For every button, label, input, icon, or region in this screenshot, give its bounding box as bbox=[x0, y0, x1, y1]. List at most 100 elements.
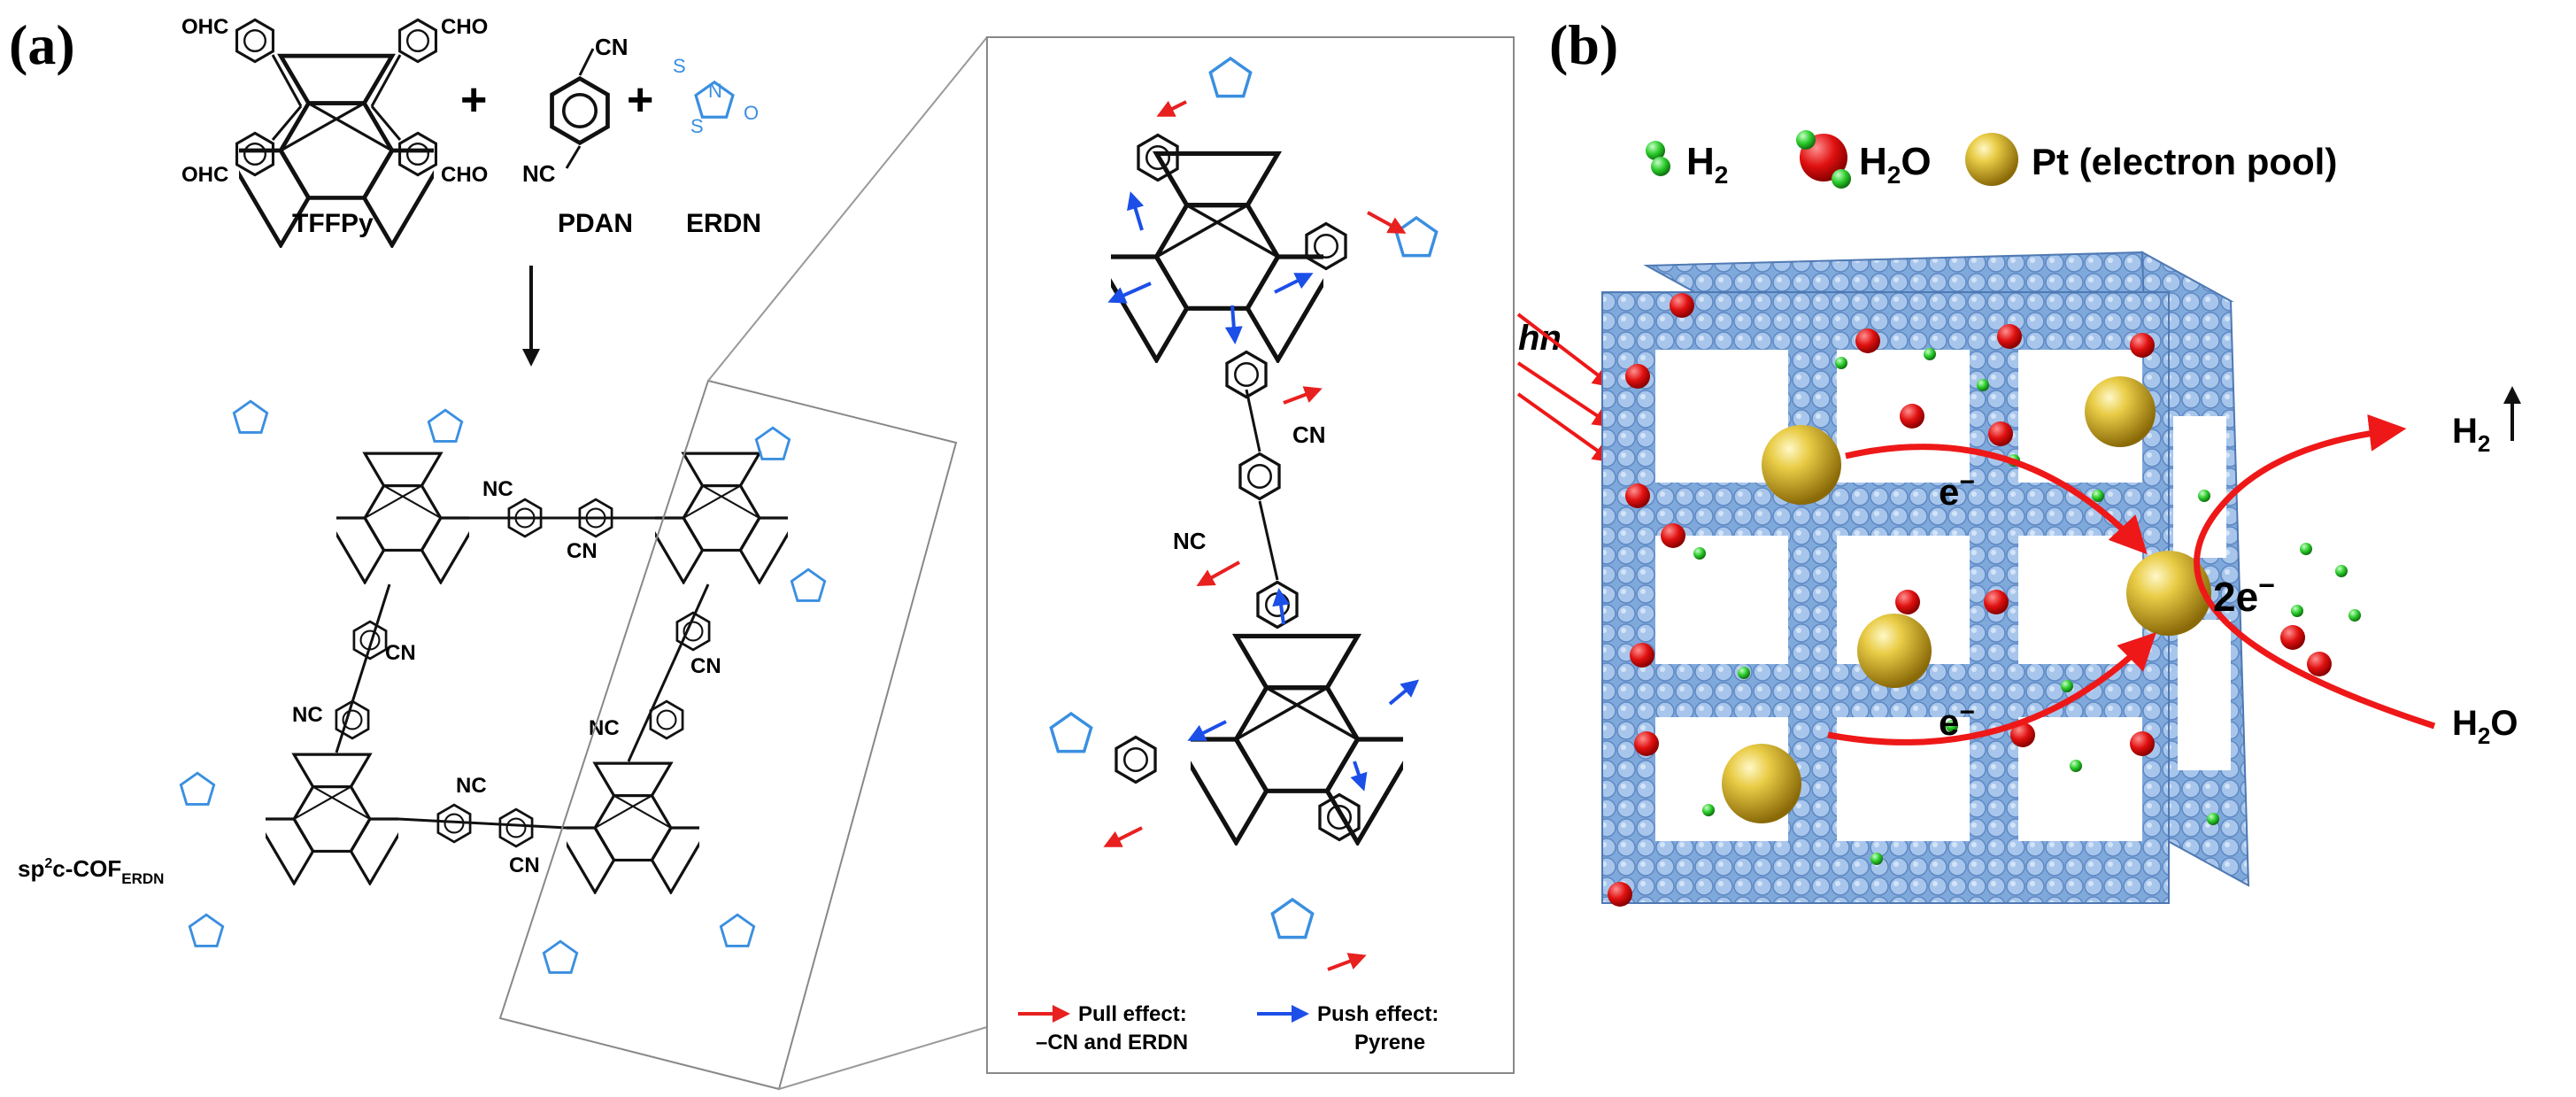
water-molecule bbox=[1625, 364, 1650, 389]
light-ray bbox=[1516, 361, 1615, 428]
bond bbox=[370, 105, 402, 141]
pull-arrow bbox=[1156, 100, 1187, 117]
inset-nc-label: NC bbox=[1173, 528, 1207, 554]
pt-particle bbox=[1762, 425, 1841, 505]
panel-b-label: (b) bbox=[1549, 13, 1618, 76]
linker-bond bbox=[335, 583, 391, 753]
hydrogen-molecules bbox=[1693, 348, 2361, 865]
cof-pyrene-node bbox=[266, 753, 398, 885]
water-molecule bbox=[2130, 731, 2155, 756]
hydrogen-molecule bbox=[2061, 680, 2073, 692]
panel-b-legend: H2 H2O Pt (electron pool) bbox=[1646, 130, 2337, 189]
framework-pore bbox=[2018, 536, 2142, 664]
pt-particle bbox=[1857, 614, 1932, 688]
hydrogen-molecule bbox=[2070, 760, 2082, 772]
pt-particle bbox=[1722, 744, 1801, 823]
light-ray bbox=[1516, 313, 1615, 388]
tffpy-phenyl-ring bbox=[398, 18, 437, 64]
water-molecule bbox=[1855, 328, 1880, 353]
water-molecule bbox=[1988, 421, 2013, 446]
electron-flow bbox=[1827, 413, 2436, 745]
tffpy-phenyl-ring bbox=[235, 131, 274, 177]
hydrogen-molecule bbox=[1977, 379, 1989, 391]
cof-pyrene-node bbox=[567, 761, 699, 894]
erdn-structure: S N O S ERDN bbox=[673, 55, 761, 238]
pdan-nc-label: NC bbox=[522, 160, 556, 187]
inset-box: CN NC Pull effect: –CN and E bbox=[986, 36, 1515, 1074]
h2o-legend-icon bbox=[1832, 169, 1851, 189]
cof-framework bbox=[1601, 251, 2250, 904]
hydrogen-molecule bbox=[1693, 547, 1706, 560]
water-molecule bbox=[1608, 882, 1632, 907]
water-molecule bbox=[2307, 652, 2332, 676]
erdn-end-group bbox=[790, 568, 827, 602]
erdn-end-group bbox=[542, 939, 579, 974]
hydrogen-molecule bbox=[2348, 609, 2361, 622]
linker-ring bbox=[498, 807, 534, 848]
push-arrow bbox=[1107, 282, 1152, 304]
pt-legend-label: Pt (electron pool) bbox=[2032, 141, 2337, 182]
bond bbox=[370, 54, 402, 107]
linker-ring bbox=[649, 699, 684, 740]
water-molecule bbox=[1630, 643, 1654, 668]
panel-a: (a) OHC CHO OHC CHO TFFPy + CN NC PD bbox=[9, 13, 1515, 1091]
erdn-end-group bbox=[719, 913, 756, 947]
hydrogen-molecule bbox=[2300, 543, 2312, 555]
push-arrow bbox=[1187, 720, 1227, 741]
cn-label: CN bbox=[385, 641, 416, 665]
zoom-line bbox=[707, 36, 988, 382]
erdn-end-group bbox=[232, 399, 269, 434]
h2-legend-icon bbox=[1651, 157, 1670, 176]
pdan-structure: CN NC PDAN bbox=[522, 34, 633, 238]
erdn-atom: S bbox=[673, 55, 686, 77]
h2o-legend-label: H2O bbox=[1859, 140, 1932, 189]
water-molecule bbox=[2130, 333, 2155, 358]
erdn-atom: N bbox=[708, 80, 722, 102]
water-molecule bbox=[1984, 590, 2009, 614]
bond bbox=[578, 48, 595, 76]
bond bbox=[565, 145, 582, 169]
hydrogen-molecule bbox=[1946, 720, 1958, 732]
hydrogen-molecule bbox=[1870, 853, 1883, 865]
pdan-cn-label: CN bbox=[595, 34, 629, 60]
linker-ring bbox=[352, 620, 388, 661]
h2-evolution-path bbox=[2194, 413, 2436, 730]
pull-arrow bbox=[1283, 386, 1323, 405]
pdan-ring bbox=[552, 79, 608, 143]
electron-path bbox=[1845, 444, 2148, 555]
inset-frame bbox=[986, 36, 1515, 1074]
h2-legend-label: H2 bbox=[1686, 140, 1728, 189]
erdn-atom: O bbox=[744, 102, 759, 124]
push-arrow bbox=[1224, 305, 1243, 344]
plus-sign: + bbox=[460, 74, 487, 126]
framework-side-pore bbox=[2178, 620, 2231, 770]
erdn-end-group bbox=[179, 771, 216, 806]
tffpy-name: TFFPy bbox=[292, 209, 374, 238]
water-molecule bbox=[1625, 483, 1650, 508]
water-molecule bbox=[1661, 523, 1685, 548]
electron-label: e− bbox=[1939, 698, 1975, 743]
bond bbox=[1258, 500, 1279, 581]
water-molecule bbox=[2010, 722, 2035, 747]
substituent-label: CHO bbox=[441, 15, 488, 39]
push-arrow bbox=[1127, 191, 1145, 231]
hydrogen-molecule bbox=[2092, 490, 2104, 502]
nc-label: NC bbox=[589, 716, 620, 740]
water-molecules bbox=[1608, 293, 2332, 907]
water-molecule bbox=[1670, 293, 1694, 318]
panel-a-label: (a) bbox=[9, 13, 75, 76]
pt-particle bbox=[2126, 551, 2211, 636]
pull-legend-detail: –CN and ERDN bbox=[1036, 1031, 1188, 1055]
tffpy-phenyl-ring bbox=[398, 131, 437, 177]
framework-pore bbox=[1655, 536, 1788, 664]
cof-structure: NC CN CN NC CN NC NC CN sp2c-COFERDN bbox=[18, 399, 827, 974]
water-molecule bbox=[1997, 324, 2022, 349]
bond bbox=[271, 105, 303, 141]
push-arrow bbox=[1388, 679, 1420, 706]
bond bbox=[271, 54, 303, 107]
pull-arrow bbox=[1196, 560, 1240, 586]
h2-product-label: H2 bbox=[2452, 412, 2490, 457]
pull-legend-title: Pull effect: bbox=[1078, 1002, 1187, 1026]
nc-label: NC bbox=[292, 703, 323, 727]
water-molecule bbox=[1900, 404, 1924, 429]
